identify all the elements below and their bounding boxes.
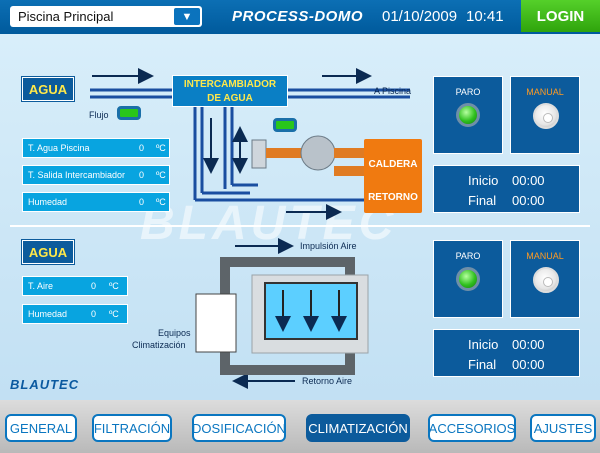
manual-label: MANUAL	[526, 251, 564, 261]
nav-accesorios-button[interactable]: ACCESORIOS	[428, 414, 516, 442]
data-row-label: Humedad	[28, 309, 68, 319]
manual-knob-icon[interactable]	[533, 267, 559, 293]
stop-label: PARO	[455, 87, 481, 97]
flow-indicator-led	[117, 106, 141, 120]
data-row-unit: ºC	[109, 281, 119, 291]
nav-filtracion-button[interactable]: FILTRACIÓN	[92, 414, 172, 442]
login-button[interactable]: LOGIN	[521, 0, 600, 32]
flow-label: Flujo	[89, 110, 109, 120]
header-bar: Piscina Principal ▼ PROCESS-DOMO 01/10/2…	[0, 0, 600, 34]
schedule-start-label: Inicio	[468, 173, 499, 188]
exchanger-label-line1: INTERCAMBIADOR	[183, 79, 277, 90]
data-row-label: T. Agua Piscina	[28, 143, 90, 153]
data-row-air-temp: T. Aire 0 ºC	[22, 276, 128, 296]
air-manual-control[interactable]: MANUAL	[510, 240, 580, 318]
boiler-return-label: RETORNO	[368, 192, 418, 203]
nav-general-button[interactable]: GENERAL	[5, 414, 77, 442]
exchanger-label-line2: DE AGUA	[207, 93, 253, 104]
chevron-down-icon[interactable]: ▼	[174, 8, 200, 25]
pump-status-led	[273, 118, 297, 132]
water-schedule: Inicio 00:00 Final 00:00	[433, 165, 580, 213]
data-row-unit: ºC	[156, 170, 166, 180]
climate-equipment-box	[195, 293, 237, 353]
nav-climatizacion-button[interactable]: CLIMATIZACIÓN	[306, 414, 410, 442]
schedule-start-label: Inicio	[468, 337, 499, 352]
stop-status-led	[456, 103, 480, 127]
data-row-unit: ºC	[109, 309, 119, 319]
water-exchanger-box: INTERCAMBIADOR DE AGUA	[172, 75, 288, 107]
nav-dosificacion-button[interactable]: DOSIFICACIÓN	[192, 414, 286, 442]
stop-status-led	[456, 267, 480, 291]
brand-watermark: BLAUTEC	[140, 197, 398, 250]
boiler-label: CALDERA	[368, 159, 418, 170]
data-row-label: T. Salida Intercambiador	[28, 170, 126, 180]
section-divider	[10, 225, 590, 227]
air-schedule: Inicio 00:00 Final 00:00	[433, 329, 580, 377]
app-title: PROCESS-DOMO	[232, 8, 364, 25]
data-row-value: 0	[91, 309, 97, 319]
equipment-label-line2: Climatización	[132, 340, 186, 350]
air-section-label: AGUA	[22, 240, 74, 264]
manual-knob-icon[interactable]	[533, 103, 559, 129]
nav-ajustes-button[interactable]: AJUSTES	[530, 414, 596, 442]
data-row-value: 0	[91, 281, 97, 291]
boiler-box: CALDERA RETORNO	[364, 139, 422, 213]
data-row-water-temp: T. Agua Piscina 0 ºC	[22, 138, 170, 158]
manual-label: MANUAL	[526, 87, 564, 97]
schedule-end-value[interactable]: 00:00	[512, 193, 545, 208]
schedule-start-value[interactable]: 00:00	[512, 173, 545, 188]
water-manual-control[interactable]: MANUAL	[510, 76, 580, 154]
data-row-label: T. Aire	[28, 281, 54, 291]
data-row-label: Humedad	[28, 197, 68, 207]
air-supply-label: Impulsión Aire	[300, 241, 357, 251]
data-row-exchanger-temp: T. Salida Intercambiador 0 ºC	[22, 165, 170, 185]
time-display: 10:41	[466, 8, 504, 25]
location-select-value: Piscina Principal	[18, 9, 114, 24]
schedule-start-value[interactable]: 00:00	[512, 337, 545, 352]
stop-label: PARO	[455, 251, 481, 261]
data-row-value: 0	[139, 170, 145, 180]
air-stop-control[interactable]: PARO	[433, 240, 503, 318]
water-section-label: AGUA	[22, 77, 74, 101]
water-stop-control[interactable]: PARO	[433, 76, 503, 154]
schedule-end-label: Final	[468, 193, 497, 208]
location-select[interactable]: Piscina Principal ▼	[10, 6, 202, 27]
schedule-end-label: Final	[468, 357, 497, 372]
data-row-unit: ºC	[156, 197, 166, 207]
schedule-end-value[interactable]: 00:00	[512, 357, 545, 372]
pump-icon	[251, 135, 364, 176]
bottom-nav: GENERAL FILTRACIÓN DOSIFICACIÓN CLIMATIZ…	[0, 400, 600, 453]
date-display: 01/10/2009	[382, 8, 458, 25]
equipment-label-line1: Equipos	[158, 328, 191, 338]
to-pool-label: A Piscina	[374, 86, 412, 96]
brand-logo: BLAUTEC	[10, 377, 80, 392]
data-row-air-humidity: Humedad 0 ºC	[22, 304, 128, 324]
data-row-value: 0	[139, 143, 145, 153]
data-row-humidity: Humedad 0 ºC	[22, 192, 170, 212]
air-return-label: Retorno Aire	[302, 376, 353, 386]
data-row-unit: ºC	[156, 143, 166, 153]
data-row-value: 0	[139, 197, 145, 207]
